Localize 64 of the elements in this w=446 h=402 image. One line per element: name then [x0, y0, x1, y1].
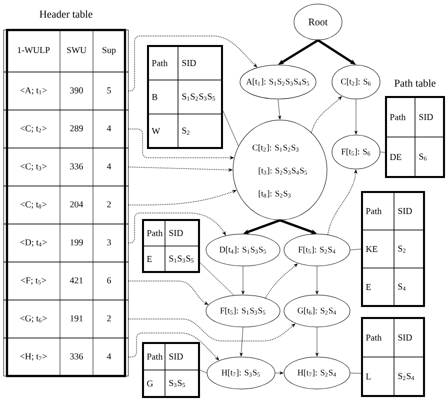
table-cell: SID — [394, 318, 424, 358]
arrow — [241, 266, 245, 294]
table-cell: S$_{2}$ — [394, 230, 424, 268]
dotted-arrow — [128, 212, 226, 244]
ellipse-node: D[t$_{4}$]: S$_{1}$S$_{3}$S$_{5}$ — [206, 234, 280, 266]
table-cell: S$_{6}$ — [414, 136, 444, 178]
table-row: <C; t$_{3}$> 336 4 — [3, 148, 129, 186]
ellipse-node: F[t$_{5}$]: S$_{2}$S$_{4}$ — [284, 234, 350, 266]
connector-line — [350, 248, 362, 250]
table-row: <H; t$_{7}$> 336 4 — [3, 338, 129, 376]
table-row: <D; t$_{4}$> 199 3 — [3, 224, 129, 262]
table-cell: B — [148, 80, 178, 114]
table-cell: S$_{3}$S$_{5}$ — [164, 370, 200, 398]
table-title: Path table — [394, 79, 436, 87]
table-cell: S$_{1}$S$_{3}$S$_{5}$ — [164, 246, 200, 272]
table-row: <C; t$_{8}$> 204 2 — [3, 186, 129, 224]
table-row: 1-WULP SWU Sup — [3, 30, 129, 72]
table-cell: G — [142, 370, 166, 398]
node-label: Path — [152, 60, 168, 66]
ellipse-node: G[t$_{6}$]: S$_{2}$S$_{4}$ — [284, 294, 350, 328]
table-cell: SID — [164, 220, 200, 246]
table-cell: S$_{2}$ — [178, 114, 222, 148]
arrow — [275, 371, 284, 375]
table-cell: DE — [386, 136, 416, 178]
table-title: Header table — [40, 10, 92, 18]
table-row: <G; t$_{6}$> 191 2 — [3, 300, 129, 338]
ellipse-node: H[t$_{7}$]: S$_{3}$S$_{5}$ — [206, 356, 276, 390]
table-cell: KE — [362, 230, 394, 268]
node-label: Path — [390, 114, 406, 120]
table-cell: S$_{2}$S$_{4}$ — [394, 356, 424, 396]
table-cell: L — [362, 356, 394, 396]
node-label: Path — [366, 208, 382, 214]
node-label: Path — [146, 230, 163, 236]
table-row: <C; t$_{2}$> 289 4 — [3, 110, 129, 148]
table-cell: E — [362, 268, 394, 306]
connector-line — [222, 110, 239, 146]
arrow — [315, 266, 319, 294]
ellipse-node: Root — [294, 4, 342, 40]
table-cell: SID — [414, 96, 444, 138]
table-row: <A; t$_{1}$> 390 5 — [3, 72, 129, 110]
arrow — [240, 327, 244, 356]
connector-line — [200, 370, 207, 374]
table-cell: W — [148, 114, 178, 148]
table-cell: SID — [394, 192, 424, 230]
node-label: Path — [146, 353, 163, 360]
ellipse-node: C[t$_{2}$]: S$_{1}$S$_{2}$S$_{3}$ [t$_{3}$]: S$_{2}$S$_{3}$S$_{4}$S$_{5}$ [t$_{8}$]: S$_{2}$S$_{3}$ — [232, 120, 328, 220]
arrow — [278, 99, 282, 120]
table-cell: E — [142, 246, 166, 272]
connector-line — [350, 372, 362, 374]
table-cell: S$_{4}$ — [394, 268, 424, 306]
arrow — [315, 327, 319, 356]
table-cell: SID — [178, 46, 222, 80]
ellipse-node: H[t$_{7}$]: S$_{2}$S$_{4}$ — [284, 356, 350, 390]
table-cell: SID — [164, 342, 200, 370]
table-cell: S$_{1}$S$_{2}$S$_{3}$S$_{5}$ — [178, 80, 222, 114]
connector-line — [200, 262, 234, 296]
ellipse-node: A[t$_{1}$]: S$_{1}$S$_{2}$S$_{3}$S$_{4}$S$_{5}$ — [240, 64, 316, 100]
ellipse-node: F[t$_{5}$]: S$_{1}$S$_{3}$S$_{5}$ — [206, 294, 280, 328]
ellipse-node: C[t$_{2}$]: S$_{6}$ — [332, 64, 380, 100]
table-row: <F; t$_{5}$> 421 6 — [3, 262, 129, 300]
arrow — [354, 99, 358, 134]
node-label: Path — [366, 334, 382, 341]
ellipse-node: F[t$_{5}$]: S$_{6}$ — [332, 134, 380, 170]
dotted-arrow — [311, 96, 342, 133]
